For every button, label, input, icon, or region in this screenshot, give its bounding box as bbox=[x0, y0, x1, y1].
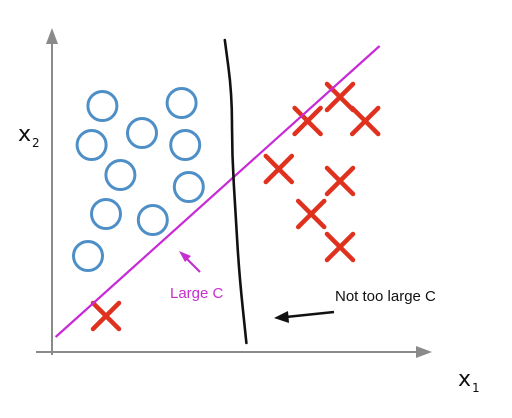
cross-stroke-2 bbox=[349, 105, 381, 137]
x-axis-label: x1 bbox=[458, 367, 480, 395]
cross-point-4 bbox=[349, 105, 381, 137]
cross-point-5 bbox=[263, 153, 295, 185]
not-too-large-c-annotation: Not too large C bbox=[274, 288, 436, 323]
cross-point-8 bbox=[324, 231, 356, 263]
decision-boundaries bbox=[54, 38, 381, 345]
cross-stroke-2 bbox=[324, 165, 356, 197]
x-axis-subscript: 1 bbox=[472, 381, 480, 395]
cross-stroke-2 bbox=[324, 81, 356, 113]
not-too-large-c-arrow-head bbox=[274, 311, 289, 323]
not-too-large-c-boundary-curve bbox=[223, 38, 248, 345]
not-too-large-c-label: Not too large C bbox=[335, 288, 436, 305]
circle-point-3 bbox=[75, 129, 108, 161]
large-c-arrow-head bbox=[179, 251, 191, 262]
axes bbox=[36, 28, 432, 358]
circle-point-10 bbox=[72, 240, 104, 272]
not-too-large-c-arrow-shaft bbox=[285, 310, 335, 319]
cross-point-6 bbox=[324, 165, 356, 197]
cross-stroke-2 bbox=[90, 300, 122, 332]
circle-point-9 bbox=[136, 204, 169, 236]
large-c-boundary-line bbox=[54, 45, 381, 338]
circle-point-6 bbox=[104, 159, 137, 191]
cross-point-3 bbox=[292, 105, 323, 137]
circle-point-4 bbox=[126, 117, 158, 149]
cross-stroke-2 bbox=[263, 153, 295, 185]
y-axis-arrowhead bbox=[46, 28, 58, 44]
large-c-annotation: Large C bbox=[170, 251, 224, 302]
cross-point-1 bbox=[90, 300, 122, 332]
y-axis-label: x2 bbox=[18, 122, 40, 150]
y-axis-subscript: 2 bbox=[32, 136, 40, 150]
large-c-label: Large C bbox=[170, 285, 224, 302]
circle-point-8 bbox=[90, 198, 122, 230]
data-points bbox=[72, 81, 381, 332]
circle-point-1 bbox=[86, 90, 119, 122]
circle-point-2 bbox=[165, 87, 198, 119]
circle-point-5 bbox=[169, 129, 202, 161]
cross-stroke-2 bbox=[292, 105, 323, 137]
cross-point-7 bbox=[295, 198, 327, 230]
circle-point-7 bbox=[172, 171, 205, 203]
x-axis-arrowhead bbox=[416, 346, 432, 358]
cross-point-2 bbox=[324, 81, 356, 113]
cross-stroke-2 bbox=[295, 198, 327, 230]
cross-stroke-2 bbox=[324, 231, 356, 263]
large-c-arrow-shaft bbox=[185, 257, 201, 273]
